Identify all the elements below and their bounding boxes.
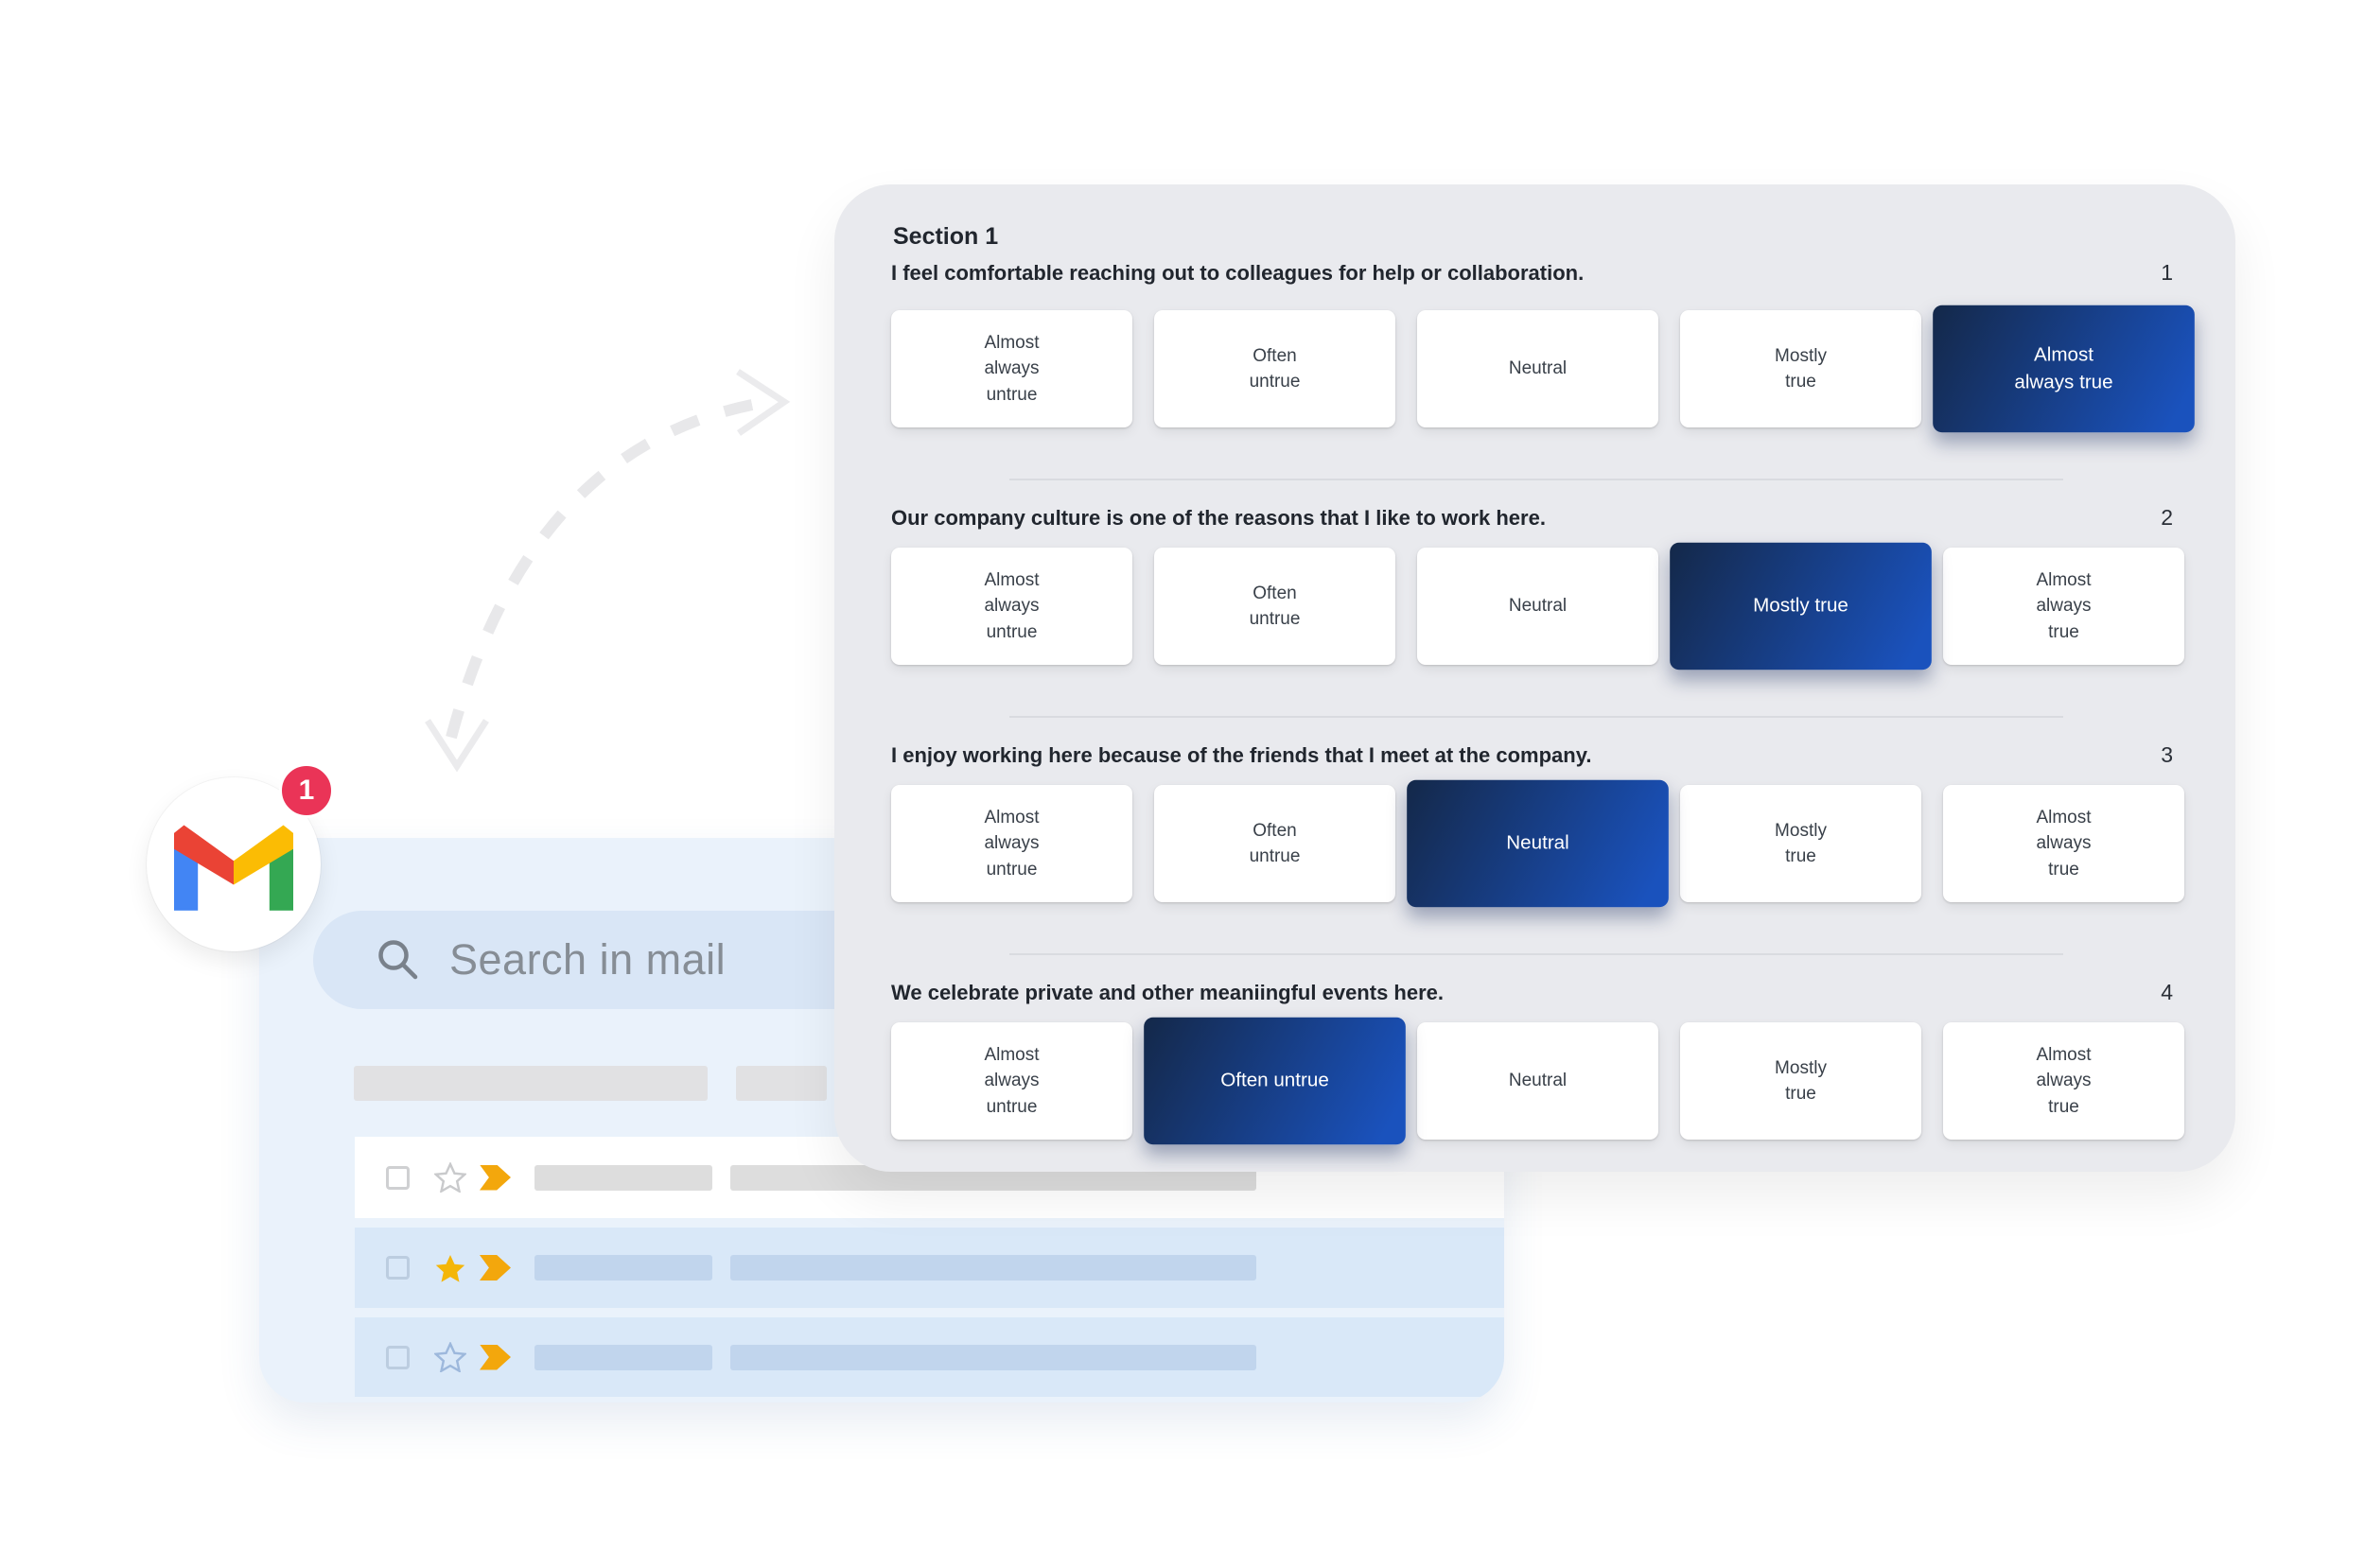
answer-option[interactable]: Often untrue — [1154, 548, 1395, 665]
answer-option[interactable]: Almost always true — [1943, 548, 2184, 665]
question-number: 4 — [2161, 980, 2173, 1004]
question-text: I feel comfortable reaching out to colle… — [891, 261, 1585, 285]
importance-marker-icon[interactable] — [480, 1164, 511, 1191]
answer-option[interactable]: Almost always untrue — [891, 1022, 1132, 1140]
divider — [1009, 716, 2063, 718]
checkbox-icon[interactable] — [386, 1256, 410, 1280]
search-placeholder: Search in mail — [449, 935, 727, 984]
answer-option[interactable]: Almost always untrue — [891, 785, 1132, 902]
answer-options: Almost always untrue Often untrue Neutra… — [891, 305, 2195, 433]
placeholder-bar — [730, 1344, 1256, 1370]
placeholder-bar — [730, 1255, 1256, 1281]
badge-count: 1 — [298, 775, 315, 806]
importance-marker-icon[interactable] — [480, 1255, 511, 1281]
importance-marker-icon[interactable] — [480, 1344, 511, 1370]
placeholder-bar — [534, 1255, 712, 1281]
answer-option[interactable]: Neutral — [1417, 310, 1658, 427]
answer-option[interactable]: Almost always true — [1943, 785, 2184, 902]
answer-options: Almost always untrue Often untrue Neutra… — [891, 779, 2184, 908]
question-text: I enjoy working here because of the frie… — [891, 743, 1592, 767]
search-icon — [376, 937, 421, 983]
survey-question-3: I enjoy working here because of the frie… — [891, 740, 2184, 908]
survey-panel: Section 1 I feel comfortable reaching ou… — [834, 184, 2235, 1172]
checkbox-icon[interactable] — [386, 1165, 410, 1190]
divider — [1009, 479, 2063, 480]
placeholder-bar — [736, 1066, 827, 1101]
answer-options: Almost always untrue Often untrue Neutra… — [891, 1017, 2184, 1145]
star-icon[interactable] — [434, 1253, 466, 1283]
email-row[interactable] — [355, 1317, 1504, 1397]
question-number: 2 — [2161, 505, 2173, 530]
arrowhead-right-icon — [736, 369, 791, 436]
gmail-m-icon — [174, 825, 293, 911]
placeholder-bar — [534, 1344, 712, 1370]
answer-option[interactable]: Often untrue — [1154, 310, 1395, 427]
answer-options: Almost always untrue Often untrue Neutra… — [891, 542, 2184, 671]
answer-option[interactable]: Mostly true — [1680, 310, 1921, 427]
question-number: 1 — [2161, 260, 2173, 285]
notification-badge: 1 — [279, 763, 334, 818]
placeholder-bar — [354, 1066, 708, 1101]
placeholder-bar — [534, 1164, 712, 1191]
divider — [1009, 953, 2063, 955]
curved-dashed-arrow — [425, 369, 791, 773]
answer-option[interactable]: Almost always true — [1933, 305, 2195, 433]
star-icon[interactable] — [434, 1162, 466, 1193]
section-title: Section 1 — [893, 223, 999, 250]
star-icon[interactable] — [434, 1342, 466, 1372]
arrowhead-down-icon — [425, 719, 489, 773]
answer-option[interactable]: Almost always untrue — [891, 548, 1132, 665]
answer-option[interactable]: Neutral — [1407, 779, 1669, 908]
survey-question-2: Our company culture is one of the reason… — [891, 503, 2184, 671]
answer-option[interactable]: Mostly true — [1670, 542, 1932, 671]
question-text: Our company culture is one of the reason… — [891, 506, 1546, 530]
answer-option[interactable]: Mostly true — [1680, 785, 1921, 902]
checkbox-icon[interactable] — [386, 1345, 410, 1369]
answer-option[interactable]: Almost always untrue — [891, 310, 1132, 427]
answer-option[interactable]: Neutral — [1417, 1022, 1658, 1140]
question-text: We celebrate private and other meaniingf… — [891, 981, 1444, 1004]
email-row[interactable] — [355, 1228, 1504, 1308]
survey-question-4: We celebrate private and other meaniingf… — [891, 978, 2184, 1145]
answer-option[interactable]: Often untrue — [1154, 785, 1395, 902]
survey-question-1: I feel comfortable reaching out to colle… — [891, 258, 2195, 433]
answer-option[interactable]: Neutral — [1417, 548, 1658, 665]
answer-option[interactable]: Mostly true — [1680, 1022, 1921, 1140]
answer-option[interactable]: Almost always true — [1943, 1022, 2184, 1140]
question-number: 3 — [2161, 742, 2173, 767]
answer-option[interactable]: Often untrue — [1144, 1017, 1406, 1145]
